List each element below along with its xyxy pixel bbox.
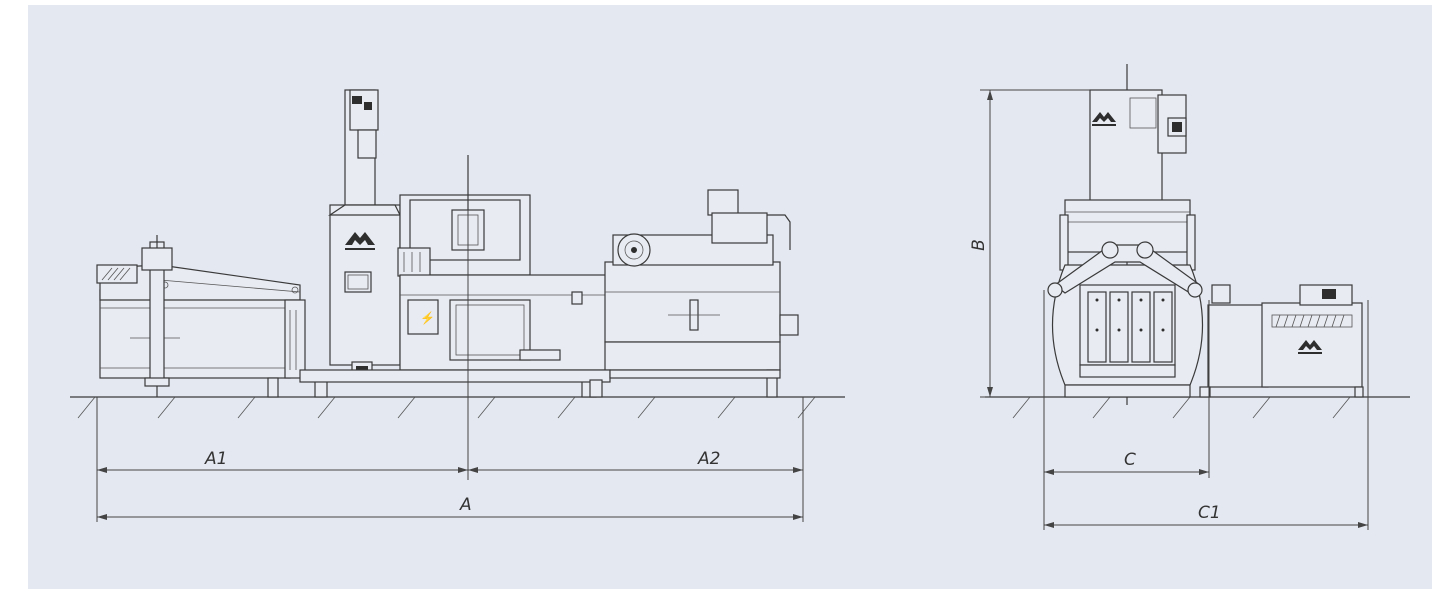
cabinet-logo-icon — [1298, 340, 1322, 354]
lift-motor — [357, 129, 377, 159]
infeed-body — [99, 289, 291, 379]
dim-label-c1: C1 — [1198, 503, 1221, 523]
front-tower — [1089, 89, 1163, 206]
logo-icon — [345, 232, 375, 250]
dim-label-c: C — [1124, 450, 1136, 470]
front-view — [985, 64, 1410, 419]
dim-label-b: B — [969, 239, 989, 251]
side-conveyor — [1207, 304, 1269, 388]
press-window — [344, 271, 372, 293]
svg-text:⚡: ⚡ — [420, 311, 435, 325]
outfeed-motor — [707, 189, 739, 216]
front-press-body — [1064, 199, 1191, 253]
side-ground-hatch — [77, 396, 816, 419]
drawing-panel: ⚡ — [28, 5, 1432, 589]
control-screen — [96, 264, 138, 284]
dim-label-a2: A2 — [697, 449, 720, 469]
machine-drawing: ⚡ — [28, 5, 1432, 589]
dim-label-a1: A1 — [204, 449, 227, 469]
side-view: ⚡ — [70, 89, 845, 419]
dimension-lines — [96, 89, 1369, 530]
front-tower-logo-icon — [1092, 112, 1116, 126]
front-ground-hatch — [1012, 396, 1351, 419]
dim-label-a: A — [459, 495, 472, 515]
